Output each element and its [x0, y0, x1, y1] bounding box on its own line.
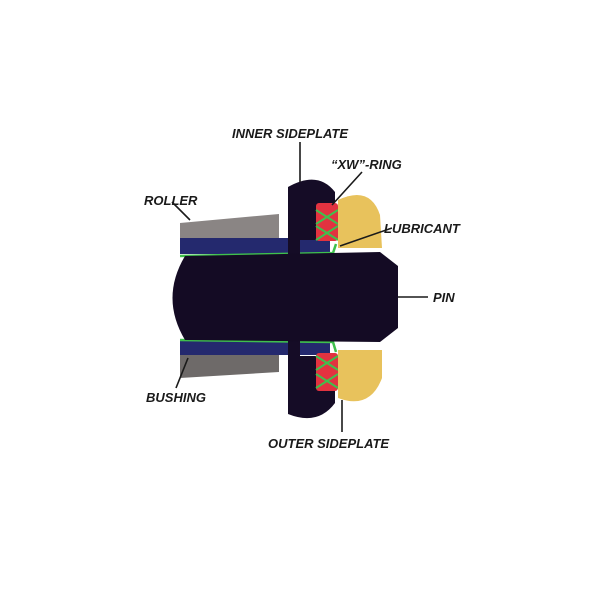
xw-ring-lower — [316, 353, 338, 391]
leader-roller — [171, 201, 191, 221]
xw-ring-upper-pattern — [315, 209, 339, 241]
leader-lubricant — [339, 227, 393, 247]
pin — [172, 252, 398, 342]
lubricant-lower — [179, 338, 338, 353]
label-xw-ring: “XW”-RING — [331, 157, 402, 172]
label-lubricant: LUBRICANT — [384, 221, 461, 236]
label-inner-sideplate: INNER SIDEPLATE — [232, 126, 348, 141]
label-pin: PIN — [433, 290, 455, 305]
outer-sideplate-upper — [338, 195, 382, 248]
leader-xw-ring — [331, 171, 363, 206]
xw-ring — [315, 203, 339, 391]
label-outer-sideplate: OUTER SIDEPLATE — [268, 436, 389, 451]
outer-sideplate-lower — [338, 350, 382, 402]
xw-ring-lower-pattern — [315, 355, 339, 389]
leader-lines — [171, 142, 428, 432]
bushing-upper — [180, 238, 330, 254]
label-roller: ROLLER — [144, 193, 198, 208]
label-bushing: BUSHING — [146, 390, 206, 405]
bushing-lower — [180, 341, 330, 355]
leader-bushing — [175, 357, 189, 389]
